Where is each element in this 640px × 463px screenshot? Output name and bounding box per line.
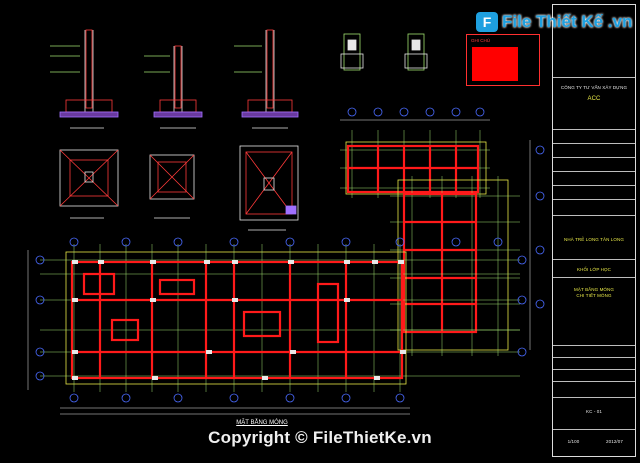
footing-section-3	[234, 29, 299, 118]
notes-header: GHI CHÚ	[471, 38, 490, 43]
drawing-number: KC - 01	[586, 409, 602, 414]
logo-mark-icon: F	[476, 12, 498, 32]
title-block: CÔNG TY TƯ VẤN XÂY DỰNG ACC NHÀ TRẺ LONG…	[552, 4, 636, 457]
footing-section-2	[144, 45, 203, 118]
logo-text: File Thiết Kế .vn	[502, 12, 633, 31]
sheet-title-1: MẶT BẰNG MÓNG	[574, 287, 614, 292]
sheet-title-2: CHI TIẾT MÓNG	[576, 293, 612, 298]
grid-axis-markers	[35, 107, 545, 403]
dimension-lines	[27, 119, 531, 415]
project-name: NHÀ TRẺ LONG TÂN LONG	[564, 237, 624, 242]
footing-section-details	[50, 29, 299, 129]
right-wing-plan	[390, 176, 520, 356]
project-item: KHỐI LỚP HỌC	[577, 267, 611, 272]
scale-value: 1/100	[567, 439, 580, 444]
company-line1: CÔNG TY TƯ VẤN XÂY DỰNG	[560, 85, 628, 90]
drawing-title: MẶT BẰNG MÓNG	[236, 420, 288, 426]
footing-section-1	[50, 29, 119, 118]
notes-fill	[472, 47, 518, 81]
site-logo[interactable]: F File Thiết Kế .vn	[476, 12, 632, 32]
company-name: ACC	[587, 96, 601, 102]
copyright-watermark: Copyright © FileThietKe.vn	[208, 428, 432, 447]
main-block-plan	[40, 244, 520, 392]
column-details	[340, 33, 428, 71]
footing-plan-details	[59, 145, 299, 231]
notes-legend-box: GHI CHÚ	[466, 34, 540, 86]
upper-wing-plan	[340, 130, 490, 198]
date-value: 2012/07	[606, 439, 623, 444]
